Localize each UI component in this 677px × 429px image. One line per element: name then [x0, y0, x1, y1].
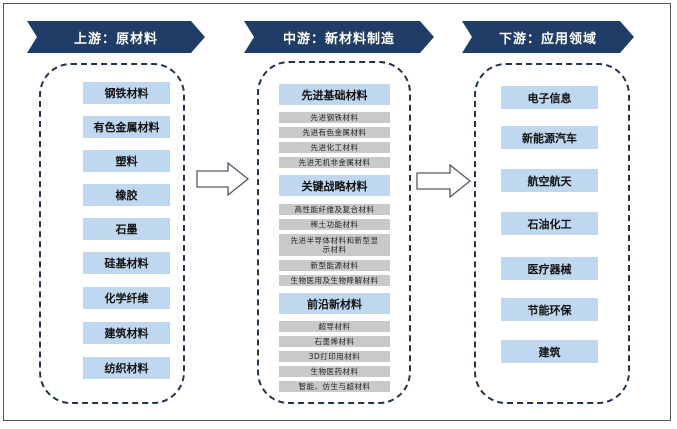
downstream-column	[474, 63, 630, 404]
upstream-title: 上游：原材料	[73, 31, 158, 47]
midstream-column	[257, 61, 411, 404]
downstream-item: 石油化工	[501, 212, 598, 235]
downstream-item: 新能源汽车	[501, 126, 598, 149]
midstream-item: 先进钢铁材料	[279, 112, 390, 123]
banner-shape	[244, 21, 434, 53]
midstream-item: 稀土功能材料	[279, 219, 390, 230]
downstream-item: 医疗器械	[501, 257, 598, 280]
midstream-group-title: 前沿新材料	[279, 293, 390, 314]
upstream-item: 建筑材料	[83, 322, 170, 344]
flow-arrow-icon	[416, 164, 472, 198]
downstream-banner: 下游：应用领域	[462, 21, 634, 53]
midstream-group-title: 先进基础材料	[279, 84, 390, 105]
upstream-item: 橡胶	[83, 184, 170, 206]
banner-shape	[462, 21, 634, 53]
downstream-item: 建筑	[501, 340, 598, 363]
midstream-item: 生物医药材料	[279, 366, 390, 377]
midstream-item: 超导材料	[279, 321, 390, 332]
midstream-item: 先进无机非金属材料	[279, 157, 390, 168]
midstream-title: 中游：新材料制造	[282, 31, 395, 47]
upstream-column	[39, 63, 185, 404]
midstream-item: 3D打印用材料	[279, 351, 390, 362]
outer-frame	[3, 3, 671, 421]
flow-arrow-icon	[196, 162, 250, 196]
midstream-item: 高性能纤维及复合材料	[279, 204, 390, 215]
downstream-item: 节能环保	[501, 298, 598, 321]
upstream-item: 塑料	[83, 150, 170, 172]
upstream-item: 纺织材料	[83, 357, 170, 379]
upstream-item: 钢铁材料	[83, 82, 170, 104]
downstream-title: 下游：应用领域	[498, 31, 597, 47]
upstream-item: 化学纤维	[83, 287, 170, 309]
midstream-item: 石墨烯材料	[279, 336, 390, 347]
midstream-item: 新型能源材料	[279, 260, 390, 271]
midstream-item: 智能、仿生与超材料	[279, 381, 390, 392]
midstream-banner: 中游：新材料制造	[244, 21, 434, 53]
midstream-item: 先进化工材料	[279, 142, 390, 153]
banner-shape	[27, 21, 205, 53]
midstream-group-title: 关键战略材料	[279, 175, 390, 196]
midstream-item: 先进有色金属材料	[279, 127, 390, 138]
upstream-item: 硅基材料	[83, 252, 170, 274]
upstream-banner: 上游：原材料	[27, 21, 205, 53]
midstream-item: 先进半导体材料和新型显示材料	[279, 234, 390, 256]
upstream-item: 石墨	[83, 218, 170, 240]
midstream-item: 生物医用及生物降解材料	[279, 275, 390, 286]
downstream-item: 航空航天	[501, 169, 598, 192]
upstream-item: 有色金属材料	[83, 116, 170, 138]
downstream-item: 电子信息	[501, 86, 598, 109]
